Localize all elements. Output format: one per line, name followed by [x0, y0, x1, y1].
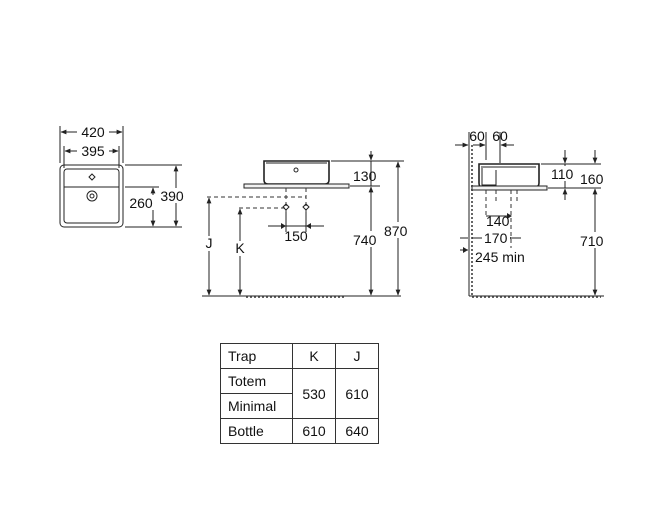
- j-value: 610: [335, 368, 379, 419]
- table-row: Minimal: [220, 393, 379, 419]
- dim-160: 160: [580, 171, 604, 187]
- table-row: Totem 530 610: [220, 368, 379, 419]
- k-value: 530: [292, 368, 336, 419]
- j-value: 640: [335, 418, 379, 444]
- dim-260: 260: [129, 195, 153, 211]
- trap-table: Trap K J Totem 530 610 Minimal Bottle 61…: [220, 343, 379, 444]
- tap-hole-symbol: [88, 173, 96, 181]
- trap-name: Minimal: [220, 393, 293, 419]
- dim-390: 390: [160, 188, 184, 204]
- header-trap: Trap: [220, 343, 293, 369]
- header-j: J: [335, 343, 379, 369]
- dim-130: 130: [353, 168, 377, 184]
- dim-740: 740: [353, 232, 377, 248]
- dim-870: 870: [384, 223, 408, 239]
- dim-170: 170: [484, 230, 508, 246]
- header-k: K: [292, 343, 336, 369]
- countertop-side: [471, 185, 548, 191]
- trap-name: Bottle: [220, 418, 293, 444]
- dim-60-a: 60: [469, 128, 485, 144]
- basin-outline-top: [59, 164, 124, 228]
- table-header-row: Trap K J: [220, 343, 379, 369]
- dim-110: 110: [551, 166, 574, 182]
- k-value: 610: [292, 418, 336, 444]
- dim-710: 710: [580, 233, 604, 249]
- dim-245-min: 245 min: [475, 249, 525, 265]
- dim-420: 420: [81, 124, 105, 140]
- top-view: 420 395 260 390: [59, 124, 186, 228]
- countertop-front: [243, 183, 350, 189]
- basin-inner-top: [63, 168, 120, 224]
- dim-140: 140: [486, 213, 510, 229]
- label-j: J: [206, 235, 213, 251]
- side-view: 60 60 110 160 140 170 245 min 710: [455, 128, 608, 298]
- table-row: Bottle 610 640: [220, 418, 379, 444]
- label-k: K: [235, 240, 245, 256]
- dim-60-b: 60: [492, 128, 508, 144]
- trap-name: Totem: [220, 368, 293, 394]
- front-view: 150 J K 130 740 870: [202, 151, 413, 298]
- dim-395: 395: [81, 143, 105, 159]
- dim-150: 150: [284, 228, 308, 244]
- basin-bowl-front: [263, 160, 330, 185]
- drain-hole: [86, 190, 98, 202]
